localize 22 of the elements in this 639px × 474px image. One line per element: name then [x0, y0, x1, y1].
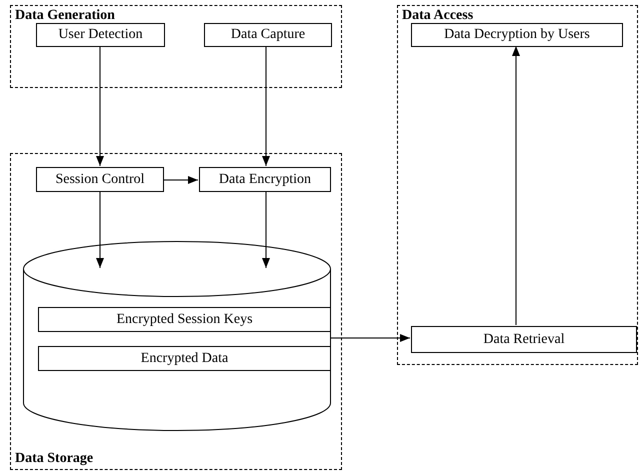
process-box: Data Capture	[204, 23, 332, 47]
group-title: Data Storage	[15, 452, 94, 466]
arrow	[96, 46, 104, 166]
arrow	[330, 334, 410, 342]
process-box: Session Control	[36, 167, 164, 192]
process-box: Encrypted Data	[38, 346, 331, 371]
arrow	[262, 190, 270, 268]
dashed-group-frame	[397, 5, 638, 365]
arrow	[96, 190, 104, 268]
arrow	[512, 46, 520, 326]
group-title: Data Access	[402, 9, 474, 23]
database-cylinder	[23, 241, 331, 431]
dashed-group-frame	[10, 5, 342, 88]
process-box: Data Retrieval	[411, 326, 637, 353]
process-box: Data Encryption	[199, 167, 331, 192]
dashed-group-frame	[10, 153, 342, 470]
process-box: Data Decryption by Users	[411, 23, 623, 47]
arrow	[162, 176, 198, 184]
process-box: Encrypted Session Keys	[38, 307, 331, 332]
process-box: User Detection	[36, 23, 165, 47]
group-title: Data Generation	[15, 9, 115, 23]
arrow	[262, 46, 270, 166]
